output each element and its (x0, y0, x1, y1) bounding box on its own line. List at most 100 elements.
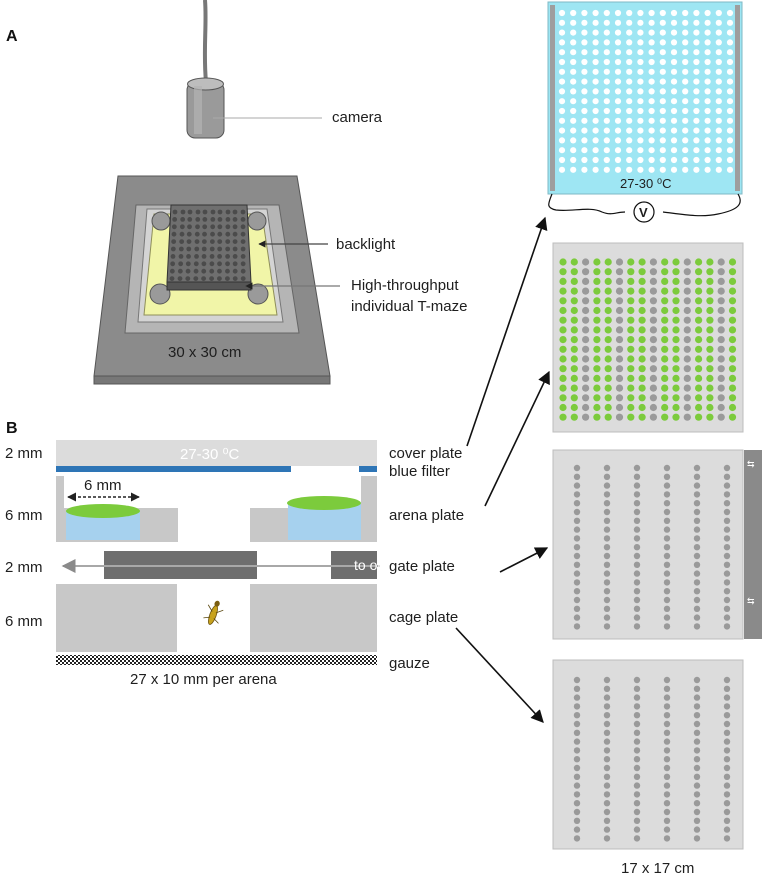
maze-arena-dot (179, 231, 185, 237)
arena-grid-dot (683, 277, 691, 285)
insect-icon (203, 600, 224, 625)
gate-plate-dot (693, 500, 701, 507)
arena-grid-dot (582, 336, 590, 344)
maze-arena-dot (232, 261, 238, 267)
arena-grid-dot (695, 345, 703, 353)
cage-plate-dot (663, 808, 671, 816)
cage-plate-dot (693, 747, 701, 754)
heated-plate-dot (637, 107, 644, 115)
gate-plate-dot (633, 491, 641, 498)
heated-plate-dot (614, 127, 622, 134)
arena-grid-dot (593, 316, 601, 324)
heated-plate-dot (693, 19, 700, 26)
heated-plate-temp: 27-30 ⁰C (620, 176, 671, 191)
arena-grid-dot (728, 345, 737, 353)
arena-grid-dot (706, 384, 714, 392)
maze-arena-dot (217, 246, 223, 252)
arena-grid-dot (559, 355, 567, 363)
arena-grid-dot (728, 394, 737, 402)
heated-plate-dot (603, 49, 610, 56)
heated-plate-dot (704, 147, 711, 154)
heated-plate-dot (558, 166, 566, 173)
gate-plate-dot (723, 579, 731, 586)
heated-plate-dot (603, 166, 610, 173)
gate-plate-dot (573, 473, 581, 480)
heated-plate-dot (558, 29, 566, 36)
arena-grid-dot (582, 384, 590, 392)
arena-grid-dot (717, 345, 725, 353)
arena-grid-dot (593, 374, 601, 382)
gate-plate-dot (663, 526, 671, 533)
arena-left (66, 504, 140, 540)
cage-plate-dot (573, 738, 581, 745)
arena-grid-dot (683, 287, 691, 295)
arena-grid-dot (638, 374, 646, 382)
blue-filter-label: blue filter (389, 463, 450, 480)
arena-grid-dot (604, 394, 612, 402)
cage-plate-dot (633, 817, 641, 824)
cage-plate-dot (573, 791, 581, 798)
gate-plate-dot (603, 544, 611, 551)
heated-plate-dot (570, 39, 577, 46)
gate-plate-dot (723, 552, 731, 560)
arena-grid-dot (615, 355, 624, 363)
cage-plate-dot (573, 703, 581, 710)
heated-plate-dot (570, 49, 577, 56)
heated-plate-dot (558, 156, 566, 164)
heated-plate-dot (558, 88, 566, 95)
arrow-cage-to-plate (455, 627, 544, 723)
heated-plate-dot (704, 98, 711, 105)
arena-grid-dot (661, 403, 669, 412)
heated-plate-dot (693, 29, 700, 36)
heated-plate-dot (581, 147, 588, 154)
heated-plate-dot (704, 19, 711, 26)
arena-grid-dot (559, 413, 567, 421)
maze-arena-dot (210, 209, 216, 215)
arena-grid-dot (559, 258, 567, 266)
maze-arena-dot (217, 261, 222, 267)
heated-plate-dot (614, 19, 622, 26)
heated-plate-dot (614, 58, 622, 66)
heated-plate-dot (592, 29, 599, 36)
heated-plate-dot (558, 98, 566, 105)
arena-grid-dot (728, 374, 737, 382)
heated-plate-dot (670, 117, 678, 124)
heated-plate-dot (670, 166, 678, 173)
heated-plate-dot (659, 107, 666, 115)
arena-grid-dot (615, 365, 624, 373)
cage-plate-dot (723, 676, 731, 684)
heated-plate-dot (637, 58, 644, 66)
arena-grid-dot (661, 258, 669, 266)
heated-plate-dot (704, 107, 711, 115)
heated-plate-dot (704, 68, 711, 75)
maze-arena-dot (232, 268, 238, 274)
arena-grid-dot (638, 336, 646, 344)
arena-grid-dot (661, 287, 669, 295)
arena-grid-dot (593, 306, 601, 315)
cage-plate-dot (573, 782, 581, 789)
arena-grid-dot (627, 403, 635, 412)
cage-plate-dot (663, 720, 671, 728)
heated-plate-dot (581, 49, 588, 56)
heated-plate-dot (670, 39, 678, 46)
heated-plate-dot (637, 117, 644, 124)
arena-grid-dot (638, 413, 646, 421)
heated-plate-dot (592, 78, 599, 85)
tmaze-label-line2: individual T-maze (351, 298, 467, 315)
maze-arena-dot (217, 224, 223, 230)
arena-grid-dot (717, 413, 725, 421)
cage-plate-dot (723, 835, 731, 842)
arena-grid-dot (582, 268, 590, 276)
gate-plate-dot (693, 482, 701, 489)
heated-plate-dot (659, 58, 666, 66)
arena-grid-dot (672, 277, 680, 285)
arena-grid-dot (706, 403, 714, 412)
arena-grid-dot (683, 268, 691, 276)
arena-grid-dot (593, 413, 601, 421)
cage-plate-dot (723, 826, 731, 833)
heated-plate-dot (570, 147, 577, 154)
gate-plate-dot (723, 464, 731, 472)
heated-plate-dot (659, 137, 666, 144)
heated-plate-dot (648, 58, 655, 66)
maze-arena-dot (201, 246, 207, 252)
